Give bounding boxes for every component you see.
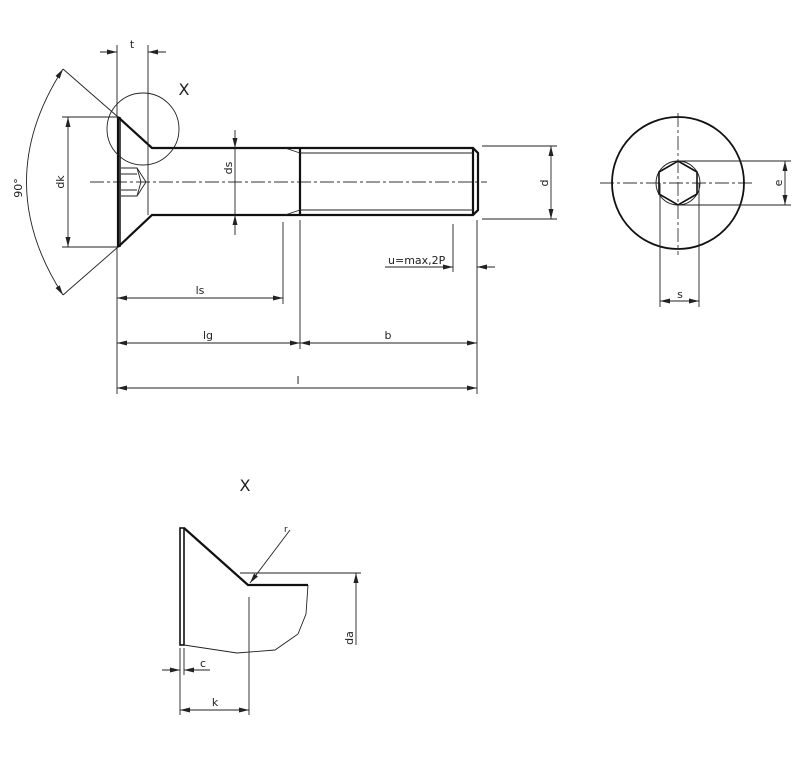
s-label: s [677, 288, 683, 301]
l-label: l [296, 374, 299, 387]
d-extension-lines [482, 145, 557, 220]
da-label: da [343, 631, 356, 645]
ds-label: ds [222, 161, 235, 174]
u-extension-lines [452, 220, 478, 394]
angle-arc [26, 68, 64, 296]
c-label: c [200, 657, 206, 670]
b-label: b [385, 329, 392, 342]
t-label: t [130, 38, 135, 51]
e-extension-lines [678, 160, 791, 206]
u-label: u=max,2P [388, 254, 446, 267]
detail-x-title: X [240, 476, 251, 495]
d-label: d [538, 180, 551, 187]
s-extension-lines [659, 183, 700, 307]
detail-head-face [179, 527, 185, 646]
detail-x-view: X r da c k [162, 476, 361, 715]
length-extension-lines [116, 220, 301, 394]
r-label: r [284, 525, 288, 535]
side-view: t X 90° dk ds d u=max,2P ls lg b [12, 38, 557, 394]
ls-label: ls [196, 284, 205, 297]
detail-x-marker: X [179, 80, 190, 99]
k-label: k [212, 696, 219, 709]
thread-minor-lines [284, 147, 473, 216]
screw-head-outline [116, 116, 300, 248]
lg-label: lg [203, 329, 213, 342]
thread-outline [298, 146, 480, 217]
e-label: e [772, 179, 785, 186]
r-leader [249, 529, 291, 584]
head-circle [611, 116, 745, 250]
detail-break-line [183, 584, 309, 654]
hex-socket-hidden [121, 167, 147, 197]
detail-cone-outline [183, 527, 308, 587]
dk-extension-lines [62, 116, 118, 248]
t-extension-lines [116, 45, 149, 215]
angle-extension-lines [62, 68, 119, 296]
detail-x-circle [106, 92, 180, 166]
angle-label: 90° [12, 178, 25, 198]
dk-label: dk [54, 175, 67, 189]
end-view: e s [600, 113, 791, 307]
